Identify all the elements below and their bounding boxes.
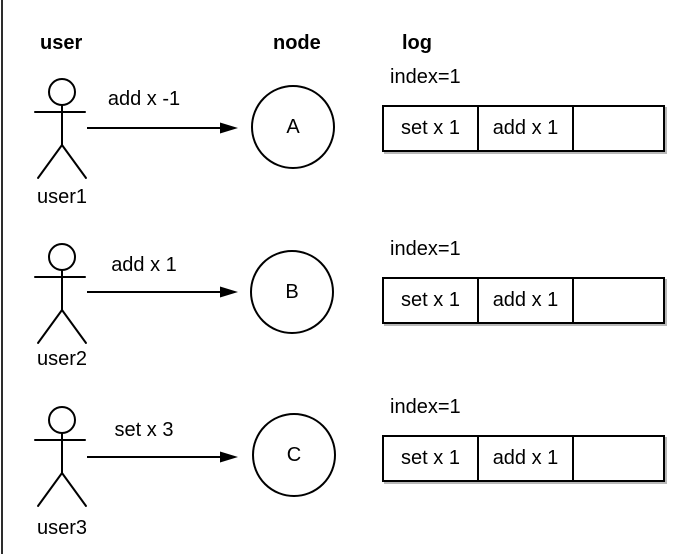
node-circle: A [251,85,335,169]
column-header-node: node [273,32,321,54]
log-entry-cell-empty [574,437,663,480]
node-label: B [285,280,299,303]
user-actor-icon [34,78,87,179]
log-entry-cell: add x 1 [479,437,574,480]
request-arrow-icon [87,286,238,298]
log-entry-cell: set x 1 [384,437,479,480]
user-actor-icon [34,406,87,507]
request-arrow-icon [87,122,238,134]
column-header-log: log [402,32,432,54]
command-label: add x -1 [107,88,181,110]
user-label: user3 [36,517,88,539]
log-table: set x 1 add x 1 [382,435,665,482]
node-circle: C [252,413,336,497]
user-label: user1 [36,186,88,208]
command-label: set x 3 [114,419,174,441]
log-entry-cell: set x 1 [384,107,479,150]
log-index-label: index=1 [390,396,461,418]
request-arrow-icon [87,451,238,463]
log-entry-cell: set x 1 [384,279,479,322]
log-entry-cell: add x 1 [479,107,574,150]
log-table: set x 1 add x 1 [382,105,665,152]
log-entry-cell: add x 1 [479,279,574,322]
log-table: set x 1 add x 1 [382,277,665,324]
user-actor-icon [34,243,87,344]
canvas-left-border [1,0,3,554]
column-header-user: user [40,32,83,54]
command-label: add x 1 [111,254,177,276]
log-index-label: index=1 [390,66,461,88]
user-label: user2 [36,348,88,370]
node-label: C [286,443,302,466]
node-label: A [286,115,300,138]
log-index-label: index=1 [390,238,461,260]
node-circle: B [250,250,334,334]
